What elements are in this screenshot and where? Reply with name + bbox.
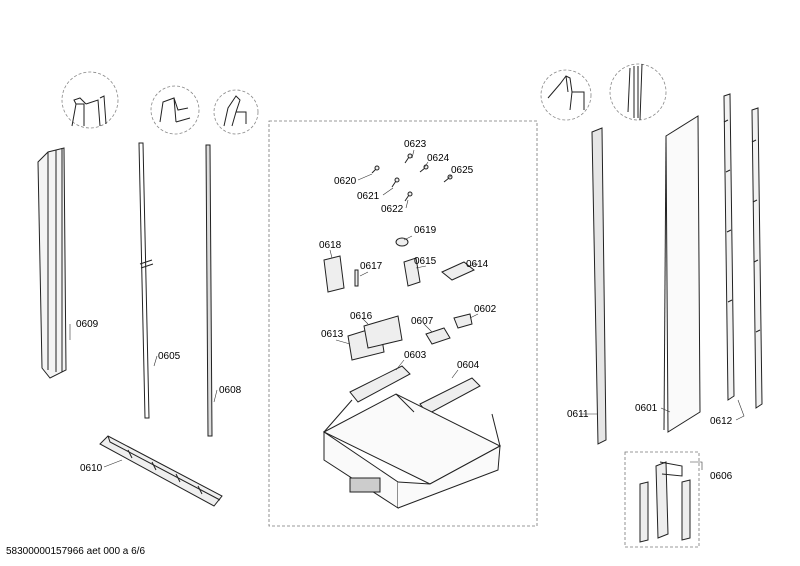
- part-label-0613: 0613: [321, 329, 344, 340]
- leader-lines: [69, 149, 745, 470]
- part-label-0609: 0609: [76, 319, 99, 330]
- part-label-0625: 0625: [451, 165, 474, 176]
- shipping-box: [322, 393, 502, 509]
- small-parts-group-box: [268, 120, 538, 527]
- detail-circles: [61, 63, 667, 135]
- part-label-0620: 0620: [334, 176, 357, 187]
- part-labels: 0623 0624 0620 0625 0621 0622 0619 0618 …: [76, 139, 733, 482]
- small-parts: [323, 153, 481, 415]
- part-label-0606: 0606: [710, 471, 733, 482]
- document-footer: 58300000157966 aet 000 a 6/6: [6, 546, 146, 557]
- part-label-0611: 0611: [567, 409, 589, 420]
- part-label-0608: 0608: [219, 385, 242, 396]
- rail-0608: [205, 144, 213, 437]
- part-label-0616: 0616: [350, 311, 373, 322]
- part-label-0604: 0604: [457, 360, 480, 371]
- part-label-0622: 0622: [381, 204, 404, 215]
- rail-0610: [99, 435, 223, 507]
- panel-0601: [663, 115, 701, 433]
- part-label-0601: 0601: [635, 403, 658, 414]
- part-label-0602: 0602: [474, 304, 497, 315]
- part-label-0603: 0603: [404, 350, 427, 361]
- detail-profiles: [71, 63, 643, 127]
- bracket-set-group-box: [624, 451, 700, 548]
- part-label-0624: 0624: [427, 153, 450, 164]
- part-label-0618: 0618: [319, 240, 342, 251]
- profile-0609: [37, 147, 67, 379]
- part-label-0623: 0623: [404, 139, 427, 150]
- part-label-0614: 0614: [466, 259, 489, 270]
- part-label-0619: 0619: [414, 225, 437, 236]
- rail-0605: [138, 142, 154, 419]
- strips-0612: [723, 93, 763, 409]
- part-label-0615: 0615: [414, 256, 437, 267]
- part-label-0621: 0621: [357, 191, 380, 202]
- part-label-0612: 0612: [710, 416, 733, 427]
- part-label-0605: 0605: [158, 351, 181, 362]
- part-label-0607: 0607: [411, 316, 434, 327]
- bracket-set-0606: [639, 461, 691, 543]
- profile-0611: [591, 127, 607, 445]
- part-label-0617: 0617: [360, 261, 383, 272]
- part-label-0610: 0610: [80, 463, 103, 474]
